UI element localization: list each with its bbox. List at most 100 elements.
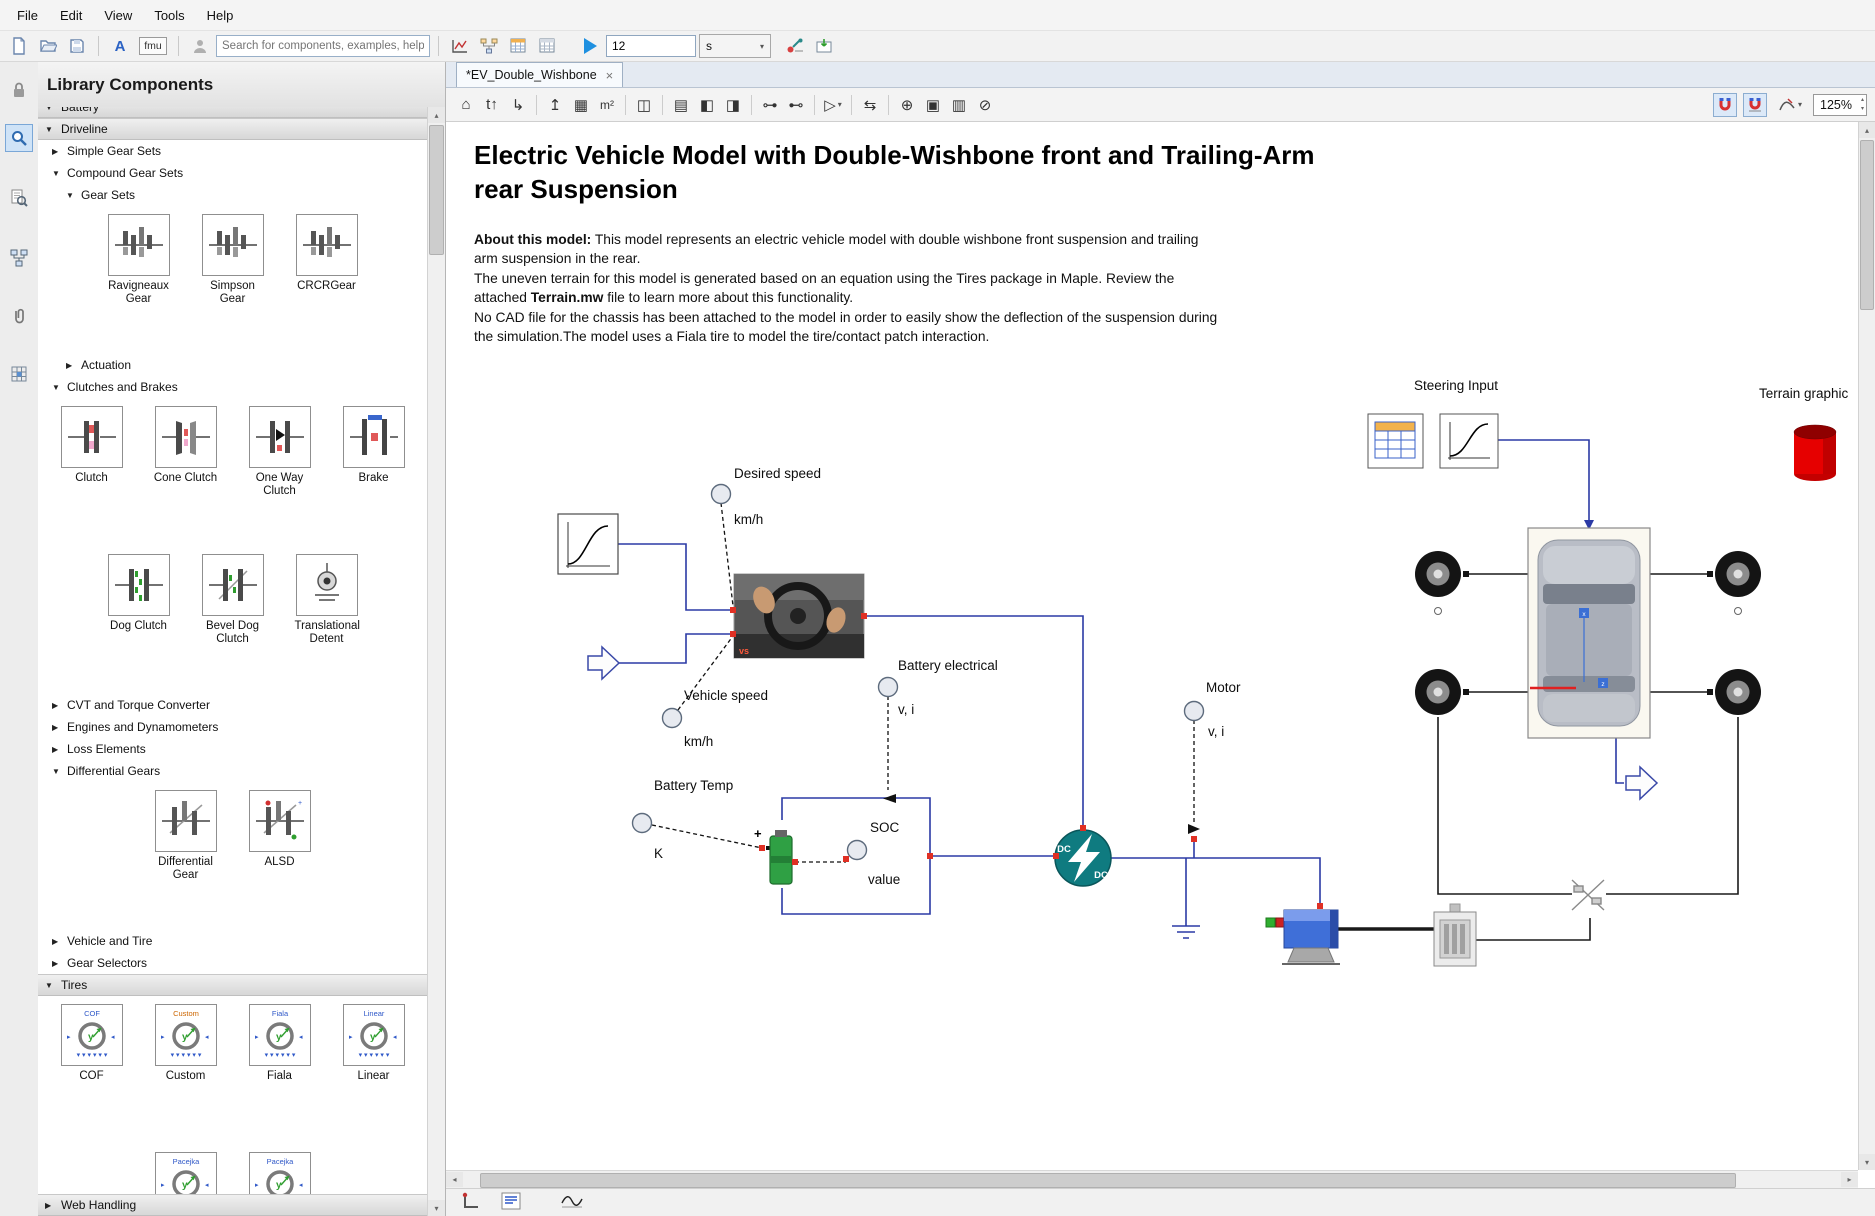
chevron-expanded-icon[interactable]: ▼ [45,981,55,990]
library-section-web-handling[interactable]: ▶Web Handling [38,1194,427,1216]
menu-view[interactable]: View [93,8,143,23]
menu-file[interactable]: File [6,8,49,23]
document-search-tab[interactable] [5,184,33,212]
chevron-collapsed-icon[interactable]: ▶ [52,723,62,732]
component-ravigneaux-gear[interactable]: Ravigneaux Gear [97,214,181,306]
annotation-button[interactable]: A [107,34,133,58]
connect-line-button[interactable]: ⊶ [758,93,782,117]
dcdc-converter-block[interactable]: DC DC [1055,830,1111,886]
chevron-collapsed-icon[interactable]: ▶ [45,1201,55,1210]
save-button[interactable] [64,34,90,58]
view-split-right-button[interactable]: ◨ [721,93,745,117]
terrain-graphic[interactable] [1794,425,1836,481]
tree-item-gear-sets[interactable]: ▼Gear Sets [38,184,427,206]
component-cone-clutch[interactable]: Cone Clutch [144,406,228,485]
force-arrows-toggle-1[interactable] [1713,93,1737,117]
model-canvas[interactable]: Electric Vehicle Model with Double-Wishb… [446,122,1858,1170]
tree-item-clutches-and-brakes[interactable]: ▼Clutches and Brakes [38,376,427,398]
component-linear[interactable]: Linear y ▾ ▾ ▾ ▾ ▾ ▾ ▸ ◂Linear [332,1004,416,1083]
open-file-button[interactable] [35,34,61,58]
chevron-expanded-icon[interactable]: ▼ [45,107,55,112]
tab-ev-double-wishbone[interactable]: *EV_Double_Wishbone × [456,62,623,87]
scroll-up-arrow[interactable]: ▴ [428,107,445,123]
home-button[interactable]: ⌂ [454,93,478,117]
spreadsheet-view-button[interactable]: ▦ [569,93,593,117]
snapshot-button[interactable] [811,34,837,58]
component-cof[interactable]: COF y ▾ ▾ ▾ ▾ ▾ ▾ ▸ ◂COF [50,1004,134,1083]
wheel-front-left[interactable] [1415,551,1469,615]
run-simulation-button[interactable] [577,34,603,58]
canvas-horizontal-scrollbar[interactable]: ◂ ▸ [446,1170,1858,1188]
import-attachment-button[interactable]: ↥ [543,93,567,117]
steering-table-block[interactable] [1368,414,1423,468]
simulation-time-input[interactable] [606,35,696,57]
steering-curve-block[interactable] [1440,414,1498,468]
wheel-front-right[interactable] [1707,551,1761,615]
probe-manager-button[interactable] [782,34,808,58]
driver-input-block[interactable]: vs [734,574,864,658]
component-one-way-clutch[interactable]: One Way Clutch [238,406,322,498]
scroll-down-arrow[interactable]: ▾ [1859,1154,1875,1170]
connect-node-button[interactable]: ⊷ [784,93,808,117]
pointer-mode-button[interactable]: ▷▾ [821,93,845,117]
output-port-arrow[interactable] [1626,767,1657,799]
canvas-vertical-scrollbar[interactable]: ▴ ▾ [1858,122,1875,1170]
probe-window-button[interactable]: ◫ [632,93,656,117]
menu-edit[interactable]: Edit [49,8,93,23]
add-probe-button[interactable]: ⊕ [895,93,919,117]
gearbox-block[interactable] [1434,904,1476,966]
library-search-tab[interactable] [5,124,33,152]
copy-subsystem-button[interactable]: ▥ [947,93,971,117]
component-bevel-dog-clutch[interactable]: Bevel Dog Clutch [191,554,275,646]
scroll-right-arrow[interactable]: ▸ [1841,1172,1858,1187]
chevron-collapsed-icon[interactable]: ▶ [52,147,62,156]
wheel-rear-left[interactable] [1415,669,1469,715]
model-diagram[interactable]: + vs [446,122,1858,1170]
component-custom[interactable]: Custom y ▾ ▾ ▾ ▾ ▾ ▾ ▸ ◂Custom [144,1004,228,1083]
zoom-spinner[interactable]: ▴▾ [1861,96,1864,114]
multibody-tab[interactable] [5,360,33,388]
spreadsheet-button[interactable] [505,34,531,58]
redo-arrow-button[interactable]: ↳ [506,93,530,117]
library-section-battery[interactable]: ▼Battery [38,107,427,118]
scrollbar-thumb[interactable] [429,125,444,255]
tree-item-differential-gears[interactable]: ▼Differential Gears [38,760,427,782]
battery-block[interactable] [766,830,796,884]
model-hierarchy-button[interactable] [476,34,502,58]
component-simpson-gear[interactable]: Simpson Gear [191,214,275,306]
library-scrollbar[interactable]: ▴ ▾ [427,107,445,1216]
table-button[interactable] [534,34,560,58]
vehicle-body-block[interactable]: x z [1528,528,1650,738]
chevron-expanded-icon[interactable]: ▼ [52,383,62,392]
model-tree-tab[interactable] [5,244,33,272]
signal-view-button[interactable] [560,1191,584,1214]
plot-window-button[interactable] [447,34,473,58]
component-differential-gear[interactable]: Differential Gear [144,790,228,882]
component-brake[interactable]: Brake [332,406,416,485]
view-split-left-button[interactable]: ◧ [695,93,719,117]
attachments-tab[interactable] [5,302,33,330]
corner-select-button[interactable] [460,1191,480,1214]
cross-connect-button[interactable]: ⇆ [858,93,882,117]
scrollbar-thumb[interactable] [1860,140,1874,310]
library-section-driveline[interactable]: ▼Driveline [38,118,427,140]
tab-close-icon[interactable]: × [606,68,614,83]
component-crcrgear[interactable]: CRCRGear [285,214,369,293]
input-port-arrow[interactable] [588,647,619,679]
tree-item-compound-gear-sets[interactable]: ▼Compound Gear Sets [38,162,427,184]
tree-item-actuation[interactable]: ▶Actuation [38,354,427,376]
component-dog-clutch[interactable]: Dog Clutch [97,554,181,633]
time-settings-button[interactable]: t↑ [480,93,504,117]
chevron-collapsed-icon[interactable]: ▶ [52,959,62,968]
scroll-up-arrow[interactable]: ▴ [1859,122,1875,138]
component-fiala[interactable]: Fiala y ▾ ▾ ▾ ▾ ▾ ▾ ▸ ◂Fiala [238,1004,322,1083]
chevron-collapsed-icon[interactable]: ▶ [52,701,62,710]
console-button[interactable] [500,1191,522,1214]
library-section-tires[interactable]: ▼Tires [38,974,427,996]
tree-item-vehicle-and-tire[interactable]: ▶Vehicle and Tire [38,930,427,952]
view-diagram-button[interactable]: ▤ [669,93,693,117]
chevron-expanded-icon[interactable]: ▼ [66,191,76,200]
chevron-expanded-icon[interactable]: ▼ [52,767,62,776]
chevron-expanded-icon[interactable]: ▼ [45,125,55,134]
lock-button[interactable] [5,76,33,104]
